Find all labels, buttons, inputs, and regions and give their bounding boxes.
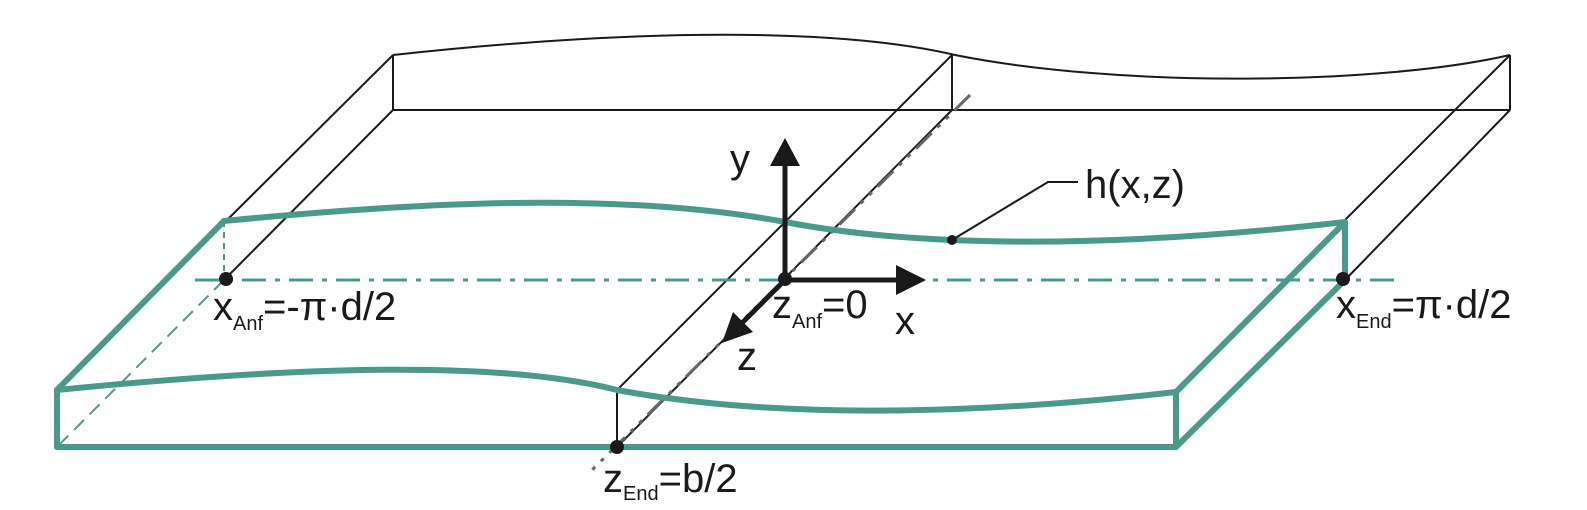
film-right-bottom-diagonal xyxy=(1173,277,1348,450)
point-origin xyxy=(778,272,792,286)
right-lower-diagonal xyxy=(1344,109,1511,281)
channel-outline xyxy=(223,33,1511,448)
point-h xyxy=(947,235,957,245)
z-end-sub: End xyxy=(623,483,659,505)
z-axis-line xyxy=(740,278,787,325)
x-axis-arrowhead xyxy=(896,265,926,295)
left-upper-diagonal xyxy=(223,54,394,224)
x-anf-value: =-π·d/2 xyxy=(263,285,396,329)
h-leader-line xyxy=(951,181,1078,241)
symmetry-dash-dot-line xyxy=(590,93,972,472)
top-back-wave xyxy=(392,33,1511,80)
x-anf-main: x xyxy=(213,285,233,329)
point-x-end xyxy=(1336,272,1350,286)
z-end-main: z xyxy=(603,457,623,501)
z-axis-label: z xyxy=(737,335,757,379)
x-axis-label: x xyxy=(895,299,915,343)
marker-points xyxy=(219,235,1350,454)
x-end-value: =π·d/2 xyxy=(1392,283,1512,327)
h-label: h(x,z) xyxy=(1085,163,1185,207)
z-end-value: =b/2 xyxy=(659,457,738,501)
x-end-label: xEnd=π·d/2 xyxy=(1336,283,1511,333)
z-anf-main: z xyxy=(772,283,792,327)
x-anf-label: xAnf=-π·d/2 xyxy=(213,285,396,335)
coordinate-axes xyxy=(722,138,926,343)
film-right-top-diagonal xyxy=(1173,219,1348,395)
x-anf-sub: Anf xyxy=(233,313,263,335)
film-hidden-left-diagonal xyxy=(56,279,225,448)
y-axis-label: y xyxy=(730,137,750,181)
left-lower-diagonal xyxy=(223,109,394,281)
z-end-label: zEnd=b/2 xyxy=(603,457,738,505)
z-axis-arrowhead xyxy=(722,312,753,343)
z-anf-value: =0 xyxy=(822,283,868,327)
point-x-anf xyxy=(219,272,233,286)
z-anf-sub: Anf xyxy=(792,311,822,333)
x-end-main: x xyxy=(1336,283,1356,327)
x-end-sub: End xyxy=(1356,311,1392,333)
film-surface-front xyxy=(54,366,1179,414)
y-axis-arrowhead xyxy=(770,138,800,166)
right-upper-diagonal xyxy=(1344,54,1511,221)
z-anf-label: zAnf=0 xyxy=(772,283,868,333)
film-left-top-diagonal xyxy=(54,218,227,393)
point-z-end xyxy=(610,440,624,454)
